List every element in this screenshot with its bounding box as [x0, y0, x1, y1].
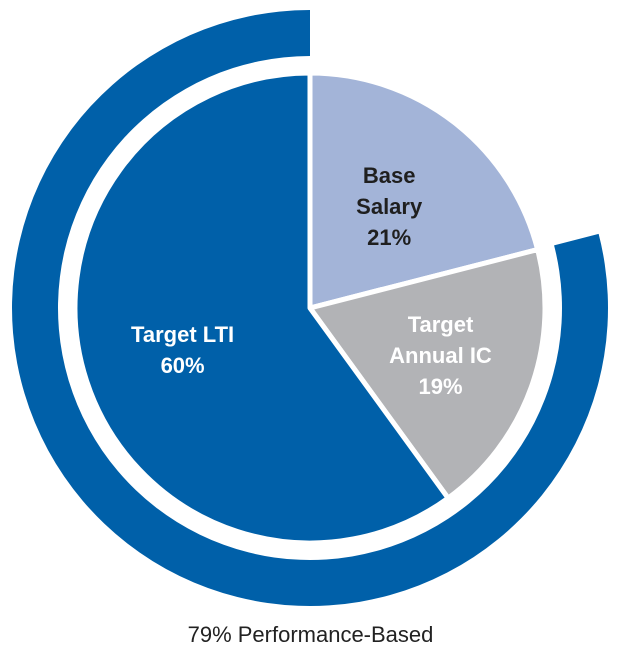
- pie-slice-label-line: 21%: [367, 225, 411, 250]
- pie-slice-1: [307, 70, 541, 311]
- pie-slice-label-line: Target LTI: [131, 322, 234, 347]
- pie-slice-label-line: Target: [408, 312, 474, 337]
- pie-slice-label-line: Salary: [356, 194, 423, 219]
- pie-slice-label-line: Base: [363, 163, 416, 188]
- pie-slice-label-3: Target LTI 60%: [131, 322, 234, 378]
- pie-slice-label-line: Annual IC: [389, 343, 492, 368]
- pie-slice-label-line: 60%: [161, 353, 205, 378]
- performance-based-caption: 79% Performance-Based: [187, 622, 434, 647]
- pie-slice-3: [72, 70, 451, 546]
- pie-slice-label-line: 19%: [418, 374, 462, 399]
- pie-slice-2: [307, 247, 548, 501]
